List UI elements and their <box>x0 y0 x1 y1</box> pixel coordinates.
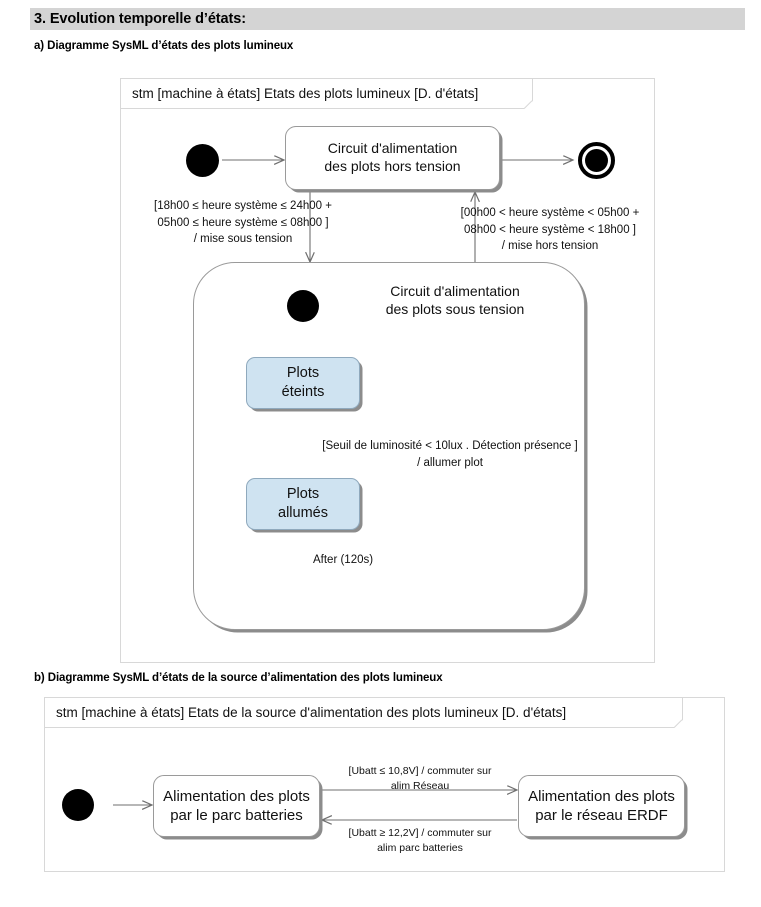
transition-label-vers-reseau: [Ubatt ≤ 10,8V] / commuter sur alim Rése… <box>348 765 492 792</box>
transition-label-vers-batteries: [Ubatt ≥ 12,2V] / commuter sur alim parc… <box>348 827 492 854</box>
subsection-heading-a: a) Diagramme SysML d’états des plots lum… <box>34 40 294 52</box>
transition-label-after-120s: After (120s) <box>313 554 374 566</box>
state-alimentation-reseau-erdf[interactable]: Alimentation des plots par le réseau ERD… <box>518 775 685 837</box>
transition-label-mise-sous-tension: [18h00 ≤ heure système ≤ 24h00 + 05h00 ≤… <box>154 200 332 246</box>
transition-label-mise-hors-tension: [00h00 < heure système < 05h00 + 08h00 <… <box>460 207 640 253</box>
final-state-a <box>578 142 615 179</box>
initial-pseudostate-inner <box>287 290 319 322</box>
subsection-heading-b: b) Diagramme SysML d’états de la source … <box>34 672 443 684</box>
state-plots-eteints[interactable]: Plots éteints <box>246 357 360 409</box>
state-alimentation-parc-batteries[interactable]: Alimentation des plots par le parc batte… <box>153 775 320 837</box>
state-plots-allumes[interactable]: Plots allumés <box>246 478 360 530</box>
section-heading: 3. Evolution temporelle d’états: <box>30 8 745 30</box>
initial-pseudostate-b <box>62 789 94 821</box>
state-circuit-hors-tension[interactable]: Circuit d'alimentation des plots hors te… <box>285 126 500 190</box>
composite-state-label: Circuit d'alimentation des plots sous te… <box>385 283 525 318</box>
initial-pseudostate-a <box>186 144 219 177</box>
frame-header-label-b: stm [machine à états] Etats de la source… <box>45 698 683 728</box>
frame-header-label-a: stm [machine à états] Etats des plots lu… <box>121 79 533 109</box>
transition-label-allumer-plot: [Seuil de luminosité < 10lux . Détection… <box>322 440 578 469</box>
composite-state-sous-tension[interactable] <box>193 262 585 630</box>
